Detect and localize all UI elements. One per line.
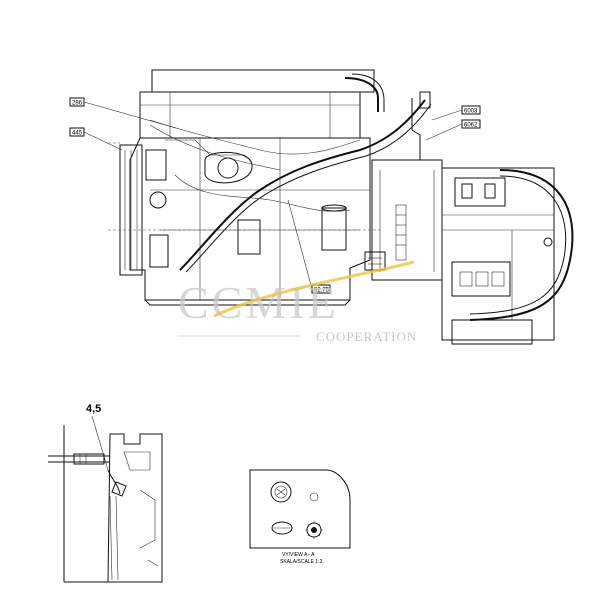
intake-pipe-top	[344, 77, 379, 112]
engine-block	[129, 137, 371, 301]
pump-drive	[441, 167, 555, 341]
oil-filter	[237, 219, 261, 255]
hose-1	[179, 99, 426, 271]
svg-text:6062: 6062	[464, 123, 478, 129]
drain-plug-icon	[270, 481, 292, 503]
fuel-filter	[321, 207, 347, 251]
cylinder-head	[139, 91, 361, 139]
view-a-a: VY/VIEW A - A SKALA/SCALE 1:2	[249, 469, 351, 565]
callout-445: 445	[69, 127, 123, 151]
callout-6062: 6062	[425, 119, 481, 141]
valve-cover	[151, 69, 375, 93]
svg-text:COOPERATION: COOPERATION	[316, 329, 417, 344]
watermark-logo: CCMIE COOPERATION	[178, 260, 417, 344]
svg-text:6003: 6003	[464, 109, 478, 115]
svg-text:92.75: 92.75	[314, 288, 330, 294]
watermark-swoosh	[213, 260, 415, 318]
wiring-harness	[149, 119, 361, 155]
svg-text:SKALA/SCALE 1:2: SKALA/SCALE 1:2	[280, 559, 322, 565]
front-pulley	[119, 144, 143, 276]
oval-port	[271, 521, 293, 535]
svg-text:VY/VIEW A - A: VY/VIEW A - A	[282, 552, 315, 558]
callout-6003: 6003	[431, 105, 481, 121]
flywheel-housing	[371, 159, 443, 281]
svg-text:4,5: 4,5	[86, 403, 101, 415]
callout-286: 286	[69, 97, 177, 129]
callout-92-75: 92.75	[287, 199, 331, 294]
section-detail-view: 4,5	[48, 403, 163, 583]
engine-assembly-view	[108, 69, 574, 345]
svg-text:445: 445	[72, 131, 83, 137]
hose-2	[469, 169, 574, 321]
svg-text:286: 286	[72, 101, 83, 107]
